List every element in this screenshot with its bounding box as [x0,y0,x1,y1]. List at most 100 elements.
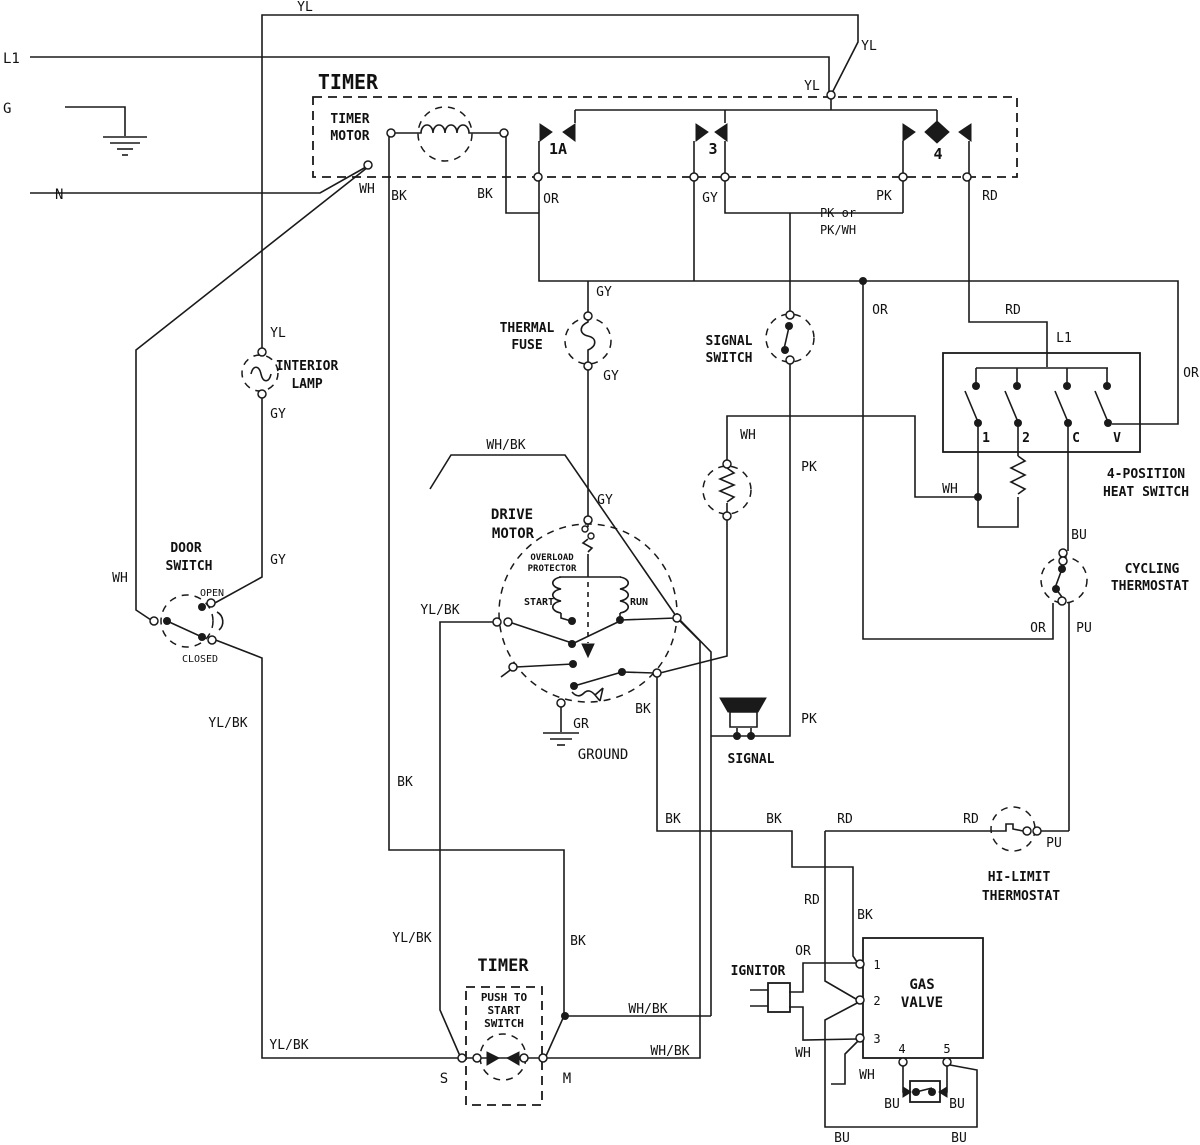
wire-g-stub [65,106,126,136]
wire-bk-coil-to-m [388,136,565,1057]
terminal-circle [533,172,543,182]
label-rd-2: RD [1005,303,1021,318]
wire-wh-valve3 [789,1006,858,1041]
junction-dot [785,322,793,330]
component-circles [160,106,1088,1081]
terminal-circle [826,90,836,100]
junction-dot [1064,419,1072,427]
junction-dot [568,617,576,625]
signal-switch-circle [765,313,815,363]
wire-bu-loop [824,1001,978,1128]
label-yl-top: YL [297,0,313,15]
wire-main-bus-281 [538,141,1179,425]
junction-dot [974,493,982,501]
label-door-open: OPEN [200,588,224,599]
label-bk-6: BK [766,812,782,827]
motor-wave-arrow [571,687,604,702]
wire-or-cycling [862,281,1054,640]
label-yl-right: YL [861,39,877,54]
wire-run-to-term [620,617,677,621]
overload-ball-2 [587,532,595,540]
contact-4-diamond [924,120,950,144]
label-contact-4: 4 [933,145,942,163]
label-yl-terminal: YL [804,79,820,94]
label-ignitor-label: IGNITOR [731,964,786,979]
terminal-circle [962,172,972,182]
wire-n-line [30,166,367,194]
label-hs-v: V [1113,431,1121,446]
contact-symbols [486,120,972,1098]
label-s-terminal: S [440,1071,448,1087]
label-push-3: SWITCH [484,1017,524,1030]
terminal-circle [519,1053,529,1063]
terminal-circle [583,311,593,321]
label-bk-5: BK [665,812,681,827]
label-gv-5: 5 [943,1042,950,1056]
terminal-circle [503,617,513,627]
label-door-1: DOOR [170,541,201,556]
terminal-circles [149,90,1068,1067]
signal-horn [719,697,767,713]
label-wh-2: WH [740,428,756,443]
label-bk-4: BK [397,775,413,790]
label-hs-2: 2 [1022,431,1030,446]
wire-horn-feed [711,361,791,737]
terminal-circle [720,172,730,182]
label-or-5: OR [795,944,811,959]
label-heat-sw-2: HEAT SWITCH [1103,485,1189,500]
junction-dot [859,277,867,285]
wire-hs-blade2 [1004,390,1019,423]
label-push-1: PUSH TO [481,991,528,1004]
label-bk-2: BK [477,187,493,202]
terminal-circle [583,515,593,525]
wire-hs-blade4 [1094,390,1109,423]
label-pk-or-1: PK or [820,206,856,220]
contact-3-left-triangle [695,123,709,142]
label-rd-1: RD [982,189,998,204]
terminal-circle [855,1033,865,1043]
wire-closed-to-s [212,638,459,1059]
label-lamp-2: LAMP [291,377,322,392]
label-whbk-2: WH/BK [628,1002,667,1017]
wire-motor-blade2 [573,671,623,687]
label-gy-4: GY [270,407,286,422]
terminal-circle [1022,826,1032,836]
junction-dot [198,603,206,611]
lamp-filament [250,366,272,382]
label-timer-title: TIMER [318,70,379,94]
junction-dot [1052,585,1060,593]
wire-motor-row3 [515,663,574,668]
junction-dot [733,732,741,740]
terminal-circle [149,616,159,626]
label-g-input: G [3,101,11,117]
junction-dot [1013,382,1021,390]
symbol-paths [216,124,1027,728]
label-thermal-1: THERMAL [500,321,555,336]
label-gv-3: 3 [873,1032,880,1046]
label-door-closed: CLOSED [182,654,218,665]
label-contact-1a: 1A [549,140,567,158]
label-start-label: START [524,597,554,608]
ignitor-box [767,982,791,1013]
terminal-circle [472,1053,482,1063]
label-bu-1: BU [1071,528,1087,543]
label-timer-motor-2: MOTOR [330,129,369,144]
label-m-terminal: M [563,1071,571,1087]
terminal-circle [898,1057,908,1067]
push-start-box [465,986,543,1106]
sensor-arrow-left [938,1086,948,1098]
junction-dot [163,617,171,625]
label-cycling-1: CYCLING [1125,562,1180,577]
label-overload-2: PROTECTOR [528,564,577,574]
label-rd-4: RD [963,812,979,827]
wire-hs-blade3 [1054,390,1069,423]
junction-dot [747,732,755,740]
junction-dot [781,346,789,354]
label-timer-motor-1: TIMER [330,112,369,127]
terminal-circle [722,511,732,521]
wire-m-lower-whbk [545,620,701,1059]
run-coil [619,576,630,614]
start-coil [551,576,562,614]
label-bu-4: BU [834,1131,850,1145]
